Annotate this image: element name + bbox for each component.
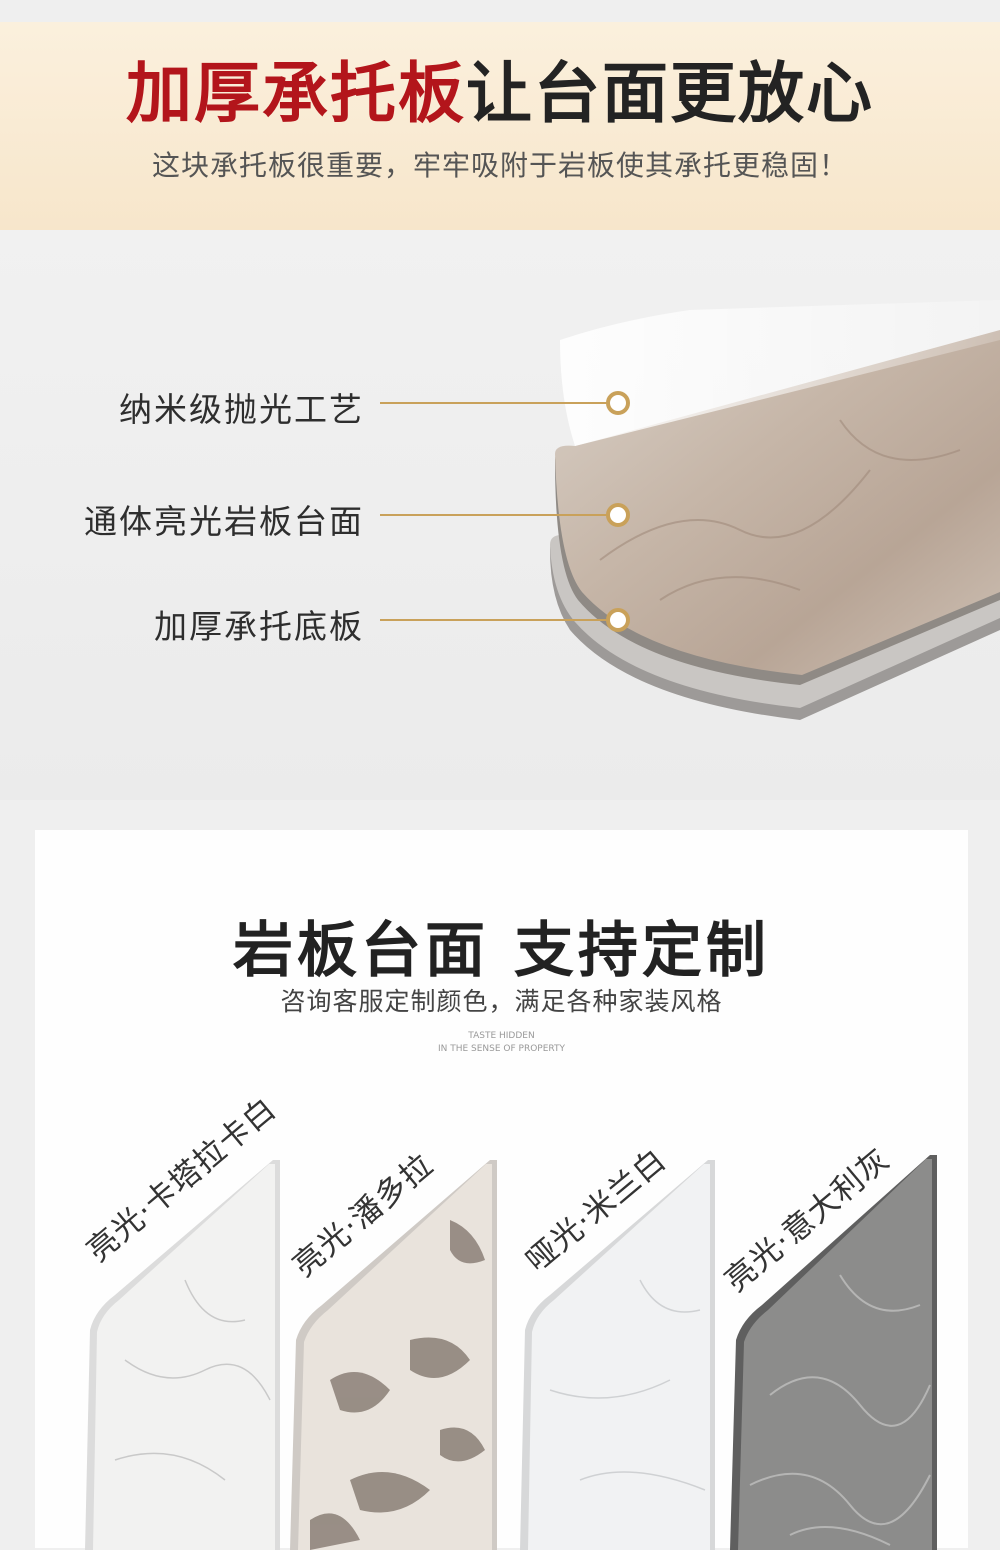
pointer-line: [380, 619, 608, 621]
pointer-dot: [606, 503, 630, 527]
header-banner: [0, 22, 1000, 230]
pointer-line: [380, 514, 608, 516]
tagline-line-2: IN THE SENSE OF PROPERTY: [437, 1044, 566, 1054]
title-rest: 让台面更放心: [466, 55, 874, 132]
tagline-line-1: TASTE HIDDEN: [468, 1031, 535, 1041]
custom-subtitle: 咨询客服定制颜色，满足各种家装风格: [280, 987, 723, 1016]
swatch-milan-white: [520, 1160, 715, 1550]
title-highlight: 加厚承托板: [126, 55, 466, 132]
page-subtitle: 这块承托板很重要，牢牢吸附于岩板使其承托更稳固！: [151, 149, 848, 182]
pointer-line: [380, 402, 608, 404]
page-title: 加厚承托板让台面更放心: [0, 54, 1000, 134]
swatch-catalan-white: [85, 1160, 280, 1550]
pointer-dot: [606, 608, 630, 632]
layer-label-slab: 通体亮光岩板台面: [84, 502, 364, 541]
swatch-pandora: [290, 1160, 497, 1550]
custom-panel: 岩板台面 支持定制 咨询客服定制颜色，满足各种家装风格 TASTE HIDDEN…: [35, 830, 968, 1548]
custom-tagline: TASTE HIDDEN IN THE SENSE OF PROPERTY: [35, 1030, 968, 1056]
pointer-dot: [606, 391, 630, 415]
swatch-italian-grey: [730, 1155, 937, 1550]
layer-label-polish: 纳米级抛光工艺: [119, 390, 364, 429]
slab-illustration: [550, 300, 1000, 720]
layer-label-board: 加厚承托底板: [154, 607, 364, 646]
custom-title: 岩板台面 支持定制: [233, 916, 770, 986]
